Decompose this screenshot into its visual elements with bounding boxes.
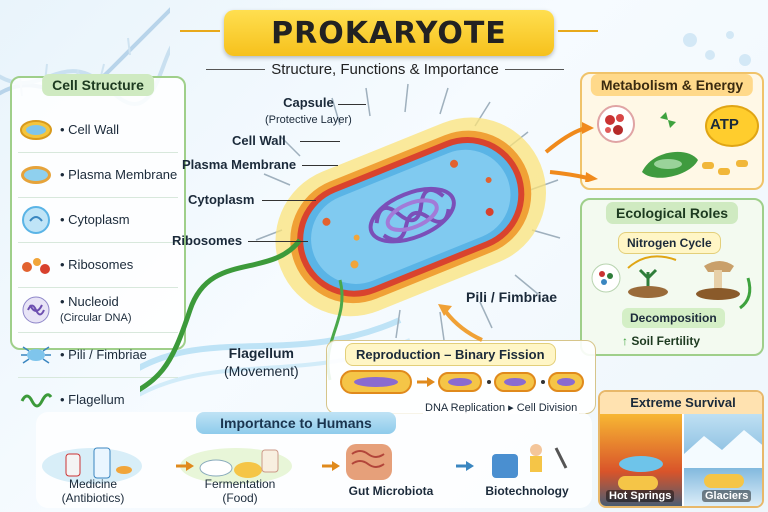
metabolism-panel: Metabolism & Energy ATP (580, 72, 764, 190)
hot-springs-image (600, 414, 682, 506)
bacterium-illustration (140, 83, 561, 397)
capsule-leader (338, 104, 366, 105)
list-item: • Cytoplasm (18, 198, 178, 243)
cell-wall-label: Cell Wall (232, 133, 286, 148)
dna-replication-label: DNA Replication (425, 402, 506, 414)
up-arrow-icon: ↑ (622, 334, 628, 348)
ecological-panel: Ecological Roles Nitrogen Cycle Decompos… (580, 198, 764, 356)
binary-fission-illustration (340, 370, 584, 394)
nitrogen-cycle-label: Nitrogen Cycle (618, 232, 721, 254)
metabolism-illustration (597, 105, 759, 178)
importance-label: Fermentation (204, 477, 276, 491)
plasma-membrane-icon (18, 160, 54, 190)
page-title: PROKARYOTE (224, 10, 554, 56)
extreme-survival-heading: Extreme Survival (600, 392, 762, 414)
fission-steps: DNA Replication ▸ Cell Division (423, 401, 580, 414)
right-arrow-icon: ▸ (508, 402, 517, 414)
capsule-label-text: Capsule (283, 95, 334, 110)
list-item: • Ribosomes (18, 243, 178, 288)
soil-fertility-label: Soil Fertility (631, 334, 701, 348)
flagellum-label: Flagellum (Movement) (224, 345, 299, 380)
flagellum-sublabel: (Movement) (224, 362, 299, 379)
title-arrow-right (558, 30, 598, 32)
extreme-survival-panel: Extreme Survival Hot Springs Glaciers (598, 390, 764, 508)
importance-label: Medicine (68, 477, 118, 491)
cytoplasm-icon (18, 205, 54, 235)
list-item: • Plasma Membrane (18, 153, 178, 198)
cell-structure-label: Flagellum (68, 392, 125, 408)
pili-icon (18, 340, 54, 370)
plasma-membrane-label: Plasma Membrane (182, 157, 297, 172)
importance-heading: Importance to Humans (196, 412, 396, 434)
cell-structure-label: Pili / Fimbriae (68, 346, 147, 362)
capsule-sublabel: (Protective Layer) (265, 113, 352, 126)
water-splash-decoration (140, 317, 402, 371)
importance-sublabel: (Antibiotics) (61, 490, 125, 505)
cell-wall-icon (18, 115, 54, 145)
cell-structure-label: Nucleoid (68, 294, 119, 310)
glaciers-image (684, 414, 762, 506)
flagellum-label-text: Flagellum (228, 345, 295, 361)
importance-item-biotech: Biotechnology (485, 484, 569, 498)
nucleoid-dna (368, 186, 456, 244)
capsule-label: Capsule (Protective Layer) (265, 95, 352, 127)
importance-item-gut: Gut Microbiota (348, 484, 434, 498)
ribosomes-icon (18, 250, 54, 280)
page-subtitle-row: Structure, Functions & Importance (200, 58, 570, 80)
metabolism-heading: Metabolism & Energy (590, 74, 754, 96)
cell-structure-list: • Cell Wall • Plasma Membrane • Cytoplas… (18, 108, 178, 423)
decomposition-label: Decomposition (622, 308, 725, 328)
atp-label: ATP (710, 116, 739, 133)
list-item: • Cell Wall (18, 108, 178, 153)
list-item: • Nucleoid(Circular DNA) (18, 288, 178, 333)
ribosomes-leader (248, 241, 308, 242)
cell-structure-heading: Cell Structure (42, 74, 154, 96)
cell-structure-sublabel: (Circular DNA) (60, 312, 132, 324)
nucleoid-icon (18, 295, 54, 325)
orange-arrows (544, 122, 598, 182)
cell-structure-label: Ribosomes (68, 256, 134, 272)
cell-structure-label: Cell Wall (68, 121, 119, 137)
bubbles-decoration-icon (683, 31, 751, 66)
ribosome-dots (322, 159, 494, 269)
importance-sublabel: (Food) (222, 490, 258, 505)
cell-structure-label: Plasma Membrane (68, 166, 178, 182)
cell-wall-leader (300, 141, 340, 142)
cytoplasm-label: Cytoplasm (188, 192, 255, 207)
glaciers-label: Glaciers (702, 490, 752, 502)
cell-structure-label: Cytoplasm (68, 211, 130, 227)
ribosomes-label: Ribosomes (172, 233, 243, 248)
soil-fertility-row: ↑ Soil Fertility (622, 334, 700, 348)
title-arrow-left (180, 30, 220, 32)
ecological-heading: Ecological Roles (605, 202, 739, 224)
page-subtitle: Structure, Functions & Importance (271, 60, 499, 78)
pili-label: Pili / Fimbriae (466, 289, 558, 305)
cell-structure-panel: Cell Structure • Cell Wall • Plasma Memb… (10, 74, 186, 407)
flagellum-shape (140, 238, 302, 393)
importance-item-fermentation: Fermentation (Food) (190, 477, 290, 506)
reproduction-arrow (438, 304, 483, 342)
list-item: • Pili / Fimbriae (18, 333, 178, 378)
ecology-illustration (591, 255, 752, 310)
importance-panel: Importance to Humans Medicine (Antibioti… (36, 412, 592, 508)
importance-illustrations (42, 444, 568, 484)
importance-item-medicine: Medicine (Antibiotics) (48, 477, 138, 506)
reproduction-heading: Reproduction – Binary Fission (345, 343, 556, 366)
reproduction-panel: Reproduction – Binary Fission DNA Replic… (326, 340, 596, 414)
cell-division-label: Cell Division (516, 402, 578, 414)
plasma-membrane-leader (302, 165, 338, 166)
hot-springs-label: Hot Springs (606, 490, 675, 502)
flagellum-icon (18, 386, 54, 416)
list-item: • Flagellum (18, 378, 178, 423)
cytoplasm-leader (262, 200, 316, 201)
